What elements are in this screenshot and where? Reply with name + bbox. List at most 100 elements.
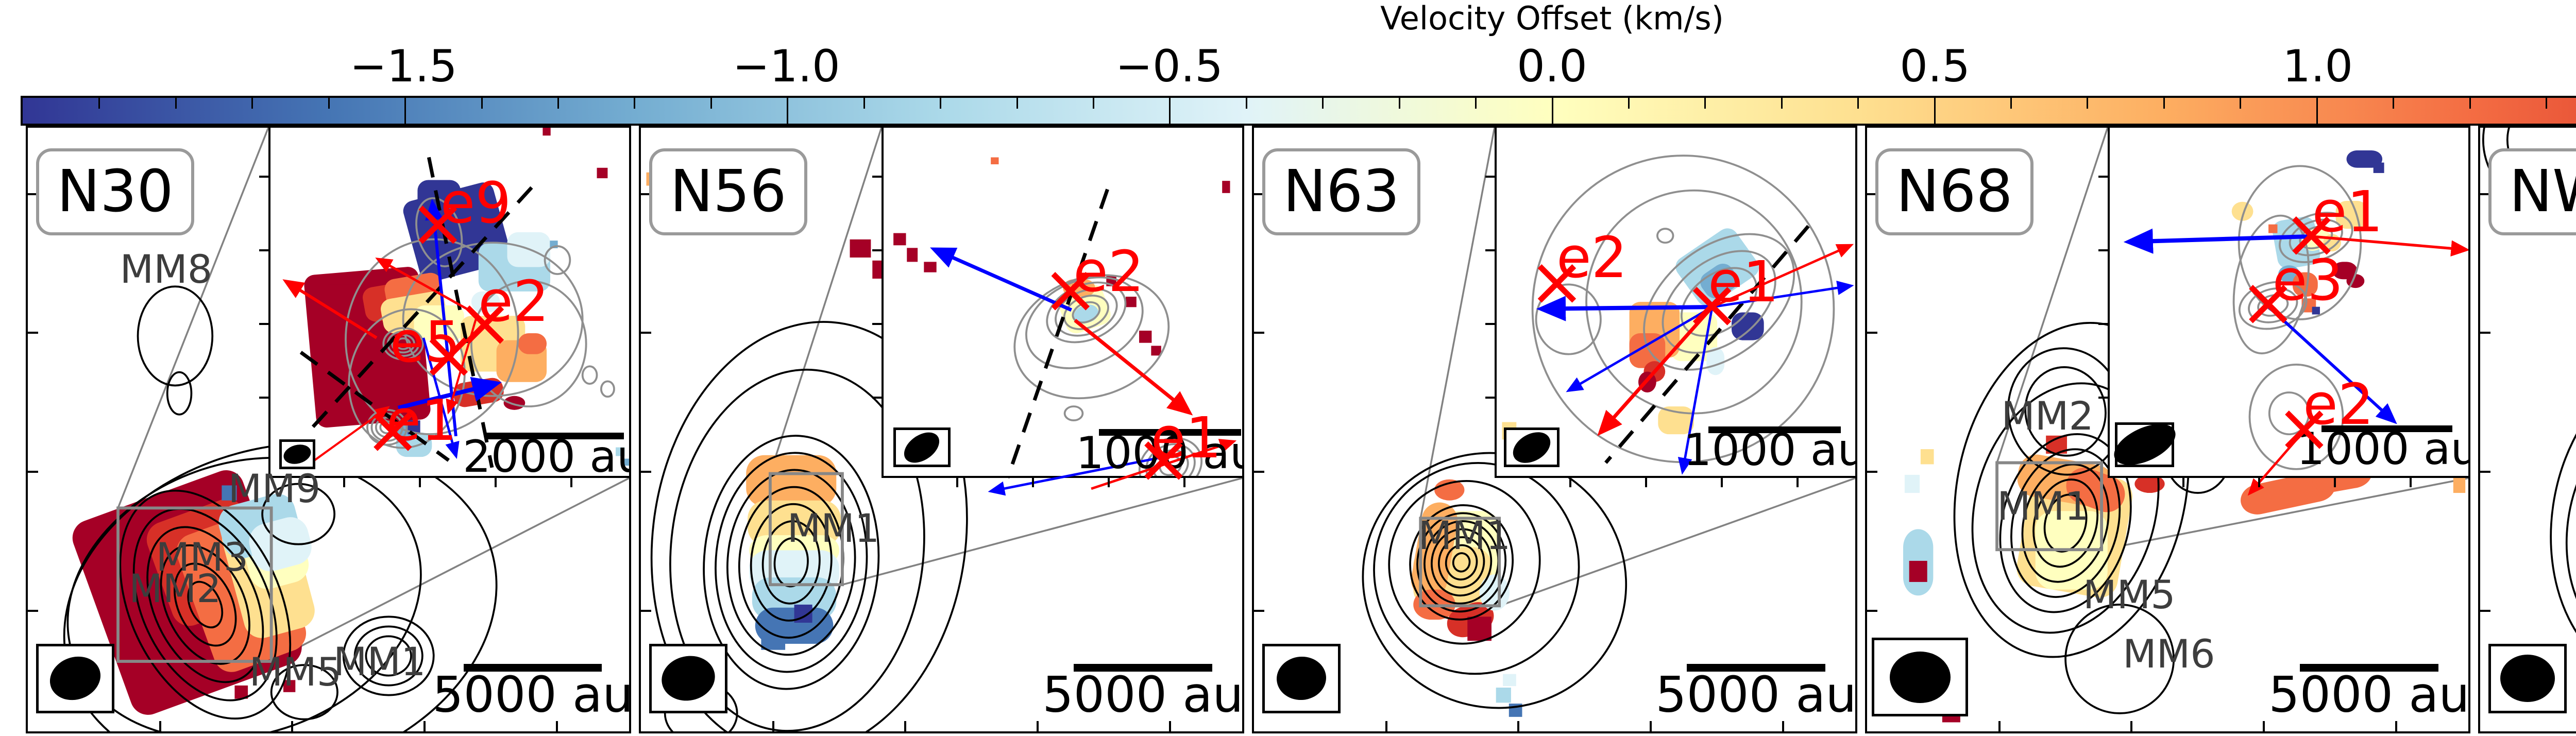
inset-connector-line: [1419, 128, 1496, 519]
velocity-patch-darkred: [1909, 560, 1927, 582]
contour: [1452, 552, 1471, 573]
colorbar-minor-tick: [1628, 98, 1630, 109]
colorbar-minor-tick: [2087, 98, 2089, 109]
scalebar: [2300, 663, 2438, 672]
colorbar-major-tick: [1934, 98, 1936, 124]
contour: [342, 615, 435, 696]
source-label-e9: e9: [440, 170, 512, 236]
inset-axis-tick: [1720, 478, 1723, 488]
panel-axis-tick: [1254, 609, 1264, 612]
panel-axis-tick: [1254, 193, 1264, 195]
scalebar: [464, 663, 602, 672]
core-label-MM6: MM6: [2123, 630, 2215, 677]
panel-axis-tick: [28, 471, 38, 473]
beam-box: [1872, 638, 1969, 716]
contour: [761, 520, 821, 605]
panel-axis-tick: [2480, 193, 2490, 195]
velocity-patch-paleyellow: [2231, 201, 2253, 221]
colorbar-minor-tick: [1016, 98, 1018, 109]
contour: [146, 526, 264, 683]
contour: [703, 435, 880, 690]
velocity-patch-darkred: [2332, 262, 2358, 280]
contour: [365, 635, 412, 677]
panel-axis-tick: [2395, 721, 2397, 731]
colorbar-title: Velocity Offset (km/s): [1380, 0, 1724, 37]
colorbar-tick-labels: −1.5−1.0−0.50.00.51.01.5: [21, 0, 2576, 96]
inset-axis-tick: [1485, 322, 1495, 325]
inset-axis-tick: [259, 322, 268, 325]
colorbar-major-tick: [1169, 98, 1171, 124]
contour: [2021, 463, 2110, 583]
contour: [1437, 536, 1485, 589]
panel-axis-tick: [555, 721, 558, 731]
source-label-e1: e1: [386, 387, 457, 454]
inset-connector-line: [270, 477, 629, 662]
core-label-MM2: MM2: [129, 566, 222, 612]
colorbar-minor-tick: [328, 98, 330, 109]
scalebar-label: 5000 au: [1042, 666, 1244, 724]
velocity-patch-darkred: [503, 396, 526, 410]
panel-axis-tick: [641, 193, 651, 195]
zoom-region-rect: [116, 506, 273, 663]
velocity-patch-red: [2134, 474, 2165, 493]
inset-scalebar-label: 1000 au: [1683, 424, 1855, 476]
core-label-MM1: MM1: [1418, 512, 1511, 559]
velocity-patch-darkred: [283, 680, 296, 692]
colorbar-minor-tick: [175, 98, 177, 109]
inset-axis-tick: [2258, 478, 2260, 488]
colorbar: [21, 96, 2576, 126]
velocity-patch-paleyellow: [2335, 201, 2368, 229]
panel-axis-tick: [1867, 193, 1877, 195]
inset-connector-line: [2101, 477, 2468, 551]
inset-beam-box: [2109, 416, 2182, 474]
panel-axis-tick: [1867, 609, 1877, 612]
colorbar-minor-tick: [863, 98, 865, 109]
inset-axis-tick: [2409, 478, 2412, 488]
source-label-e2: e2: [1556, 224, 1628, 290]
panel-axis-tick: [2130, 721, 2133, 731]
contour: [1430, 528, 1493, 597]
contour: [353, 625, 423, 687]
main-map-N30: [63, 128, 629, 731]
velocity-patch-lightorange: [2453, 474, 2466, 493]
velocity-patch-lightblue: [615, 447, 625, 456]
inset-scalebar-label: 2000 au: [463, 431, 629, 478]
contour: [726, 469, 856, 656]
velocity-patch-darkred: [907, 248, 918, 262]
contour: [2565, 405, 2576, 660]
inset-beam-box: [893, 426, 951, 469]
colorbar-tick-label: −1.0: [732, 41, 840, 92]
core-label-MM1: MM1: [333, 639, 426, 685]
inset-axis-tick: [1645, 478, 1647, 488]
velocity-patch-orange: [990, 157, 999, 165]
inset-axis-tick: [259, 176, 268, 178]
velocity-patch-darkred: [924, 262, 937, 272]
colorbar-minor-tick: [940, 98, 942, 109]
inset-scalebar-label: 1000 au: [2296, 423, 2468, 475]
inset-axis-tick: [2098, 396, 2108, 399]
contour: [581, 365, 598, 385]
source-label-e1: e1: [2312, 179, 2383, 245]
panel-axis-tick: [2480, 332, 2490, 334]
contour: [166, 371, 193, 416]
region-name: N30: [57, 158, 174, 225]
panel-axis-tick: [641, 332, 651, 334]
colorbar-minor-tick: [2546, 98, 2548, 109]
zoom-region-rect: [768, 472, 844, 587]
colorbar-tick-label: 1.0: [2282, 41, 2353, 92]
colorbar-minor-tick: [98, 98, 100, 109]
colorbar-major-tick: [2316, 98, 2318, 124]
contour: [132, 508, 278, 701]
beam-box: [1262, 644, 1341, 713]
colorbar-minor-tick: [2240, 98, 2242, 109]
colorbar-minor-tick: [481, 98, 483, 109]
contour: [270, 664, 338, 721]
inset-scalebar: [2321, 425, 2452, 433]
panel-axis-tick: [1998, 721, 2001, 731]
panel-axis-tick: [28, 609, 38, 612]
contour: [1999, 433, 2132, 613]
region-name: N63: [1283, 158, 1400, 225]
